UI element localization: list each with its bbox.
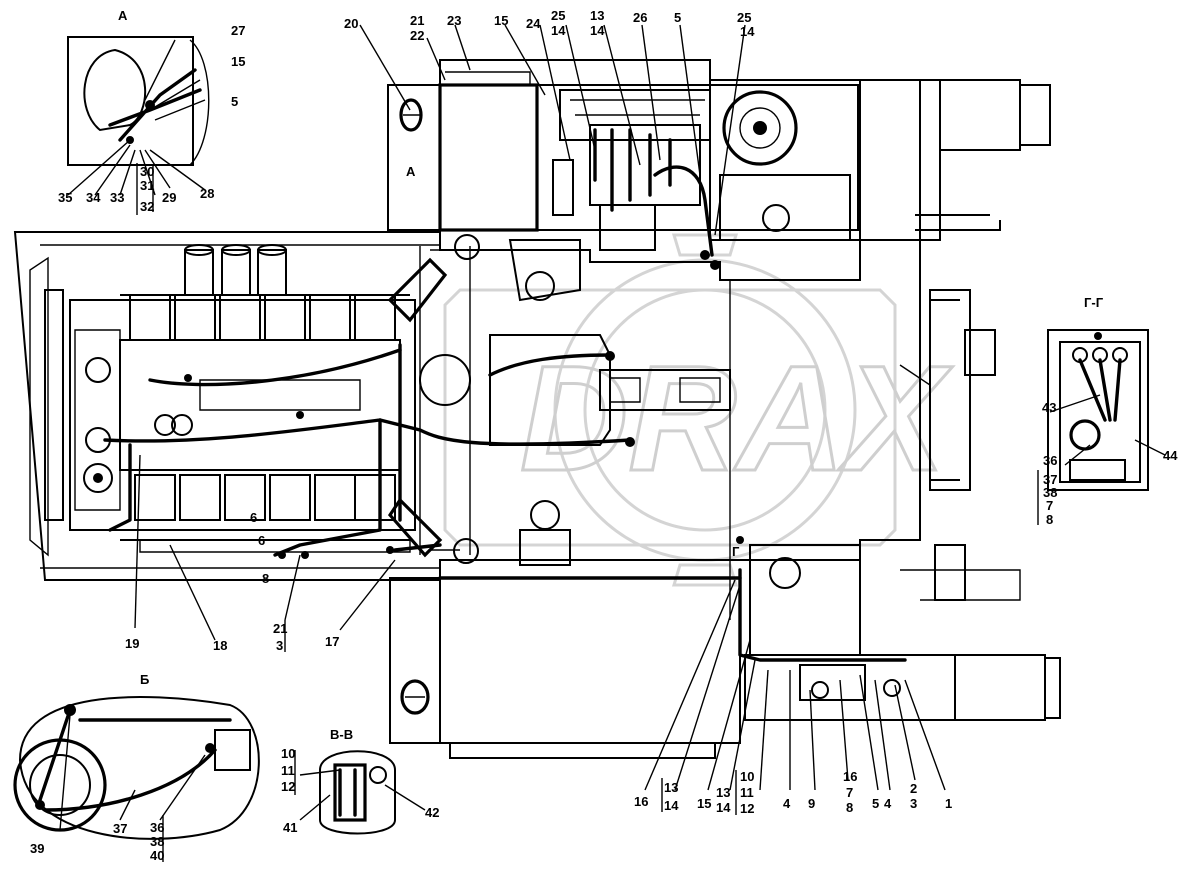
callout-28: 28: [200, 186, 214, 201]
callout-6b: 6: [258, 533, 265, 548]
callout-14d: 14: [664, 798, 679, 813]
callout-labels: 27 15 5 30 31 32 35 34 33 29 28 20 21 22…: [30, 8, 1178, 863]
callout-10b: 10: [740, 769, 754, 784]
callout-36: 36: [1043, 453, 1057, 468]
callout-22: 22: [410, 28, 424, 43]
view-a-inset: [67, 36, 210, 166]
callout-37b: 37: [113, 821, 127, 836]
callout-7: 7: [1046, 498, 1053, 513]
main-harness: [103, 343, 742, 580]
callout-18: 18: [213, 638, 227, 653]
callout-21b: 21: [273, 621, 287, 636]
callout-24: 24: [526, 16, 541, 31]
right-components: [899, 289, 1021, 601]
callout-17: 17: [325, 634, 339, 649]
upper-cab-structure: [387, 59, 1051, 302]
callout-13: 13: [590, 8, 604, 23]
callout-16b: 16: [843, 769, 857, 784]
callout-1: 1: [945, 796, 952, 811]
callout-8b: 8: [262, 571, 269, 586]
callout-21: 21: [410, 13, 424, 28]
callout-14e: 14: [716, 800, 731, 815]
callout-23: 23: [447, 13, 461, 28]
view-b-title: Б: [140, 672, 149, 687]
control-box-23: [399, 71, 539, 232]
callout-43: 43: [1042, 400, 1056, 415]
callout-39: 39: [30, 841, 44, 856]
callout-3b: 3: [910, 796, 917, 811]
callout-3: 3: [276, 638, 283, 653]
view-vv-title: В-В: [330, 727, 353, 742]
leader-lines: [59, 24, 1166, 831]
view-vv-inset: [319, 750, 396, 835]
section-arrow-a: А: [406, 164, 416, 179]
callout-10: 10: [281, 746, 295, 761]
view-go-title: Г-Г: [1084, 295, 1104, 310]
callout-33: 33: [110, 190, 124, 205]
callout-4: 4: [783, 796, 791, 811]
callout-25: 25: [551, 8, 565, 23]
callout-11: 11: [281, 763, 295, 778]
callout-34: 34: [86, 190, 101, 205]
engine-block: [69, 244, 448, 558]
callout-14: 14: [551, 23, 566, 38]
callout-7c: 7: [846, 785, 853, 800]
harness-assembly-top: [552, 89, 720, 270]
callout-2: 2: [910, 781, 917, 796]
view-a-title: А: [118, 8, 128, 23]
callout-38b: 38: [150, 834, 164, 849]
callout-12: 12: [281, 779, 295, 794]
callout-4b: 4: [884, 796, 892, 811]
callout-29: 29: [162, 190, 176, 205]
callout-32: 32: [140, 199, 154, 214]
callout-15: 15: [231, 54, 245, 69]
callout-8: 8: [1046, 512, 1053, 527]
callout-16: 16: [634, 794, 648, 809]
callout-15b: 15: [494, 13, 508, 28]
callout-26: 26: [633, 10, 647, 25]
callout-5: 5: [231, 94, 238, 109]
callout-14b: 14: [590, 23, 605, 38]
callout-15c: 15: [697, 796, 711, 811]
callout-25b: 25: [737, 10, 751, 25]
view-b-inset: [13, 696, 260, 840]
callout-35: 35: [58, 190, 72, 205]
stack-bars: [136, 163, 1039, 862]
callout-27: 27: [231, 23, 245, 38]
section-arrow-g: Г: [732, 544, 740, 559]
callout-44: 44: [1163, 448, 1178, 463]
watermark-text: DRAX: [520, 334, 953, 502]
view-gg-inset: [1047, 329, 1149, 491]
callout-19: 19: [125, 636, 139, 651]
callout-30: 30: [140, 164, 154, 179]
callout-40: 40: [150, 848, 164, 863]
transmission: [419, 280, 731, 620]
callout-9: 9: [808, 796, 815, 811]
callout-6: 6: [250, 510, 257, 525]
callout-31: 31: [140, 178, 154, 193]
callout-8c: 8: [846, 800, 853, 815]
callout-37: 37: [1043, 472, 1057, 487]
watermark-gear: DRAX: [443, 233, 954, 587]
callout-12b: 12: [740, 801, 754, 816]
callout-5c: 5: [872, 796, 879, 811]
callout-36b: 36: [150, 820, 164, 835]
callout-11b: 11: [740, 785, 754, 800]
callout-42: 42: [425, 805, 439, 820]
callout-14c: 14: [740, 24, 755, 39]
callout-5b: 5: [674, 10, 681, 25]
callout-20: 20: [344, 16, 358, 31]
callout-38: 38: [1043, 485, 1057, 500]
callout-41: 41: [283, 820, 297, 835]
callout-13b: 13: [664, 780, 678, 795]
callout-13c: 13: [716, 785, 730, 800]
